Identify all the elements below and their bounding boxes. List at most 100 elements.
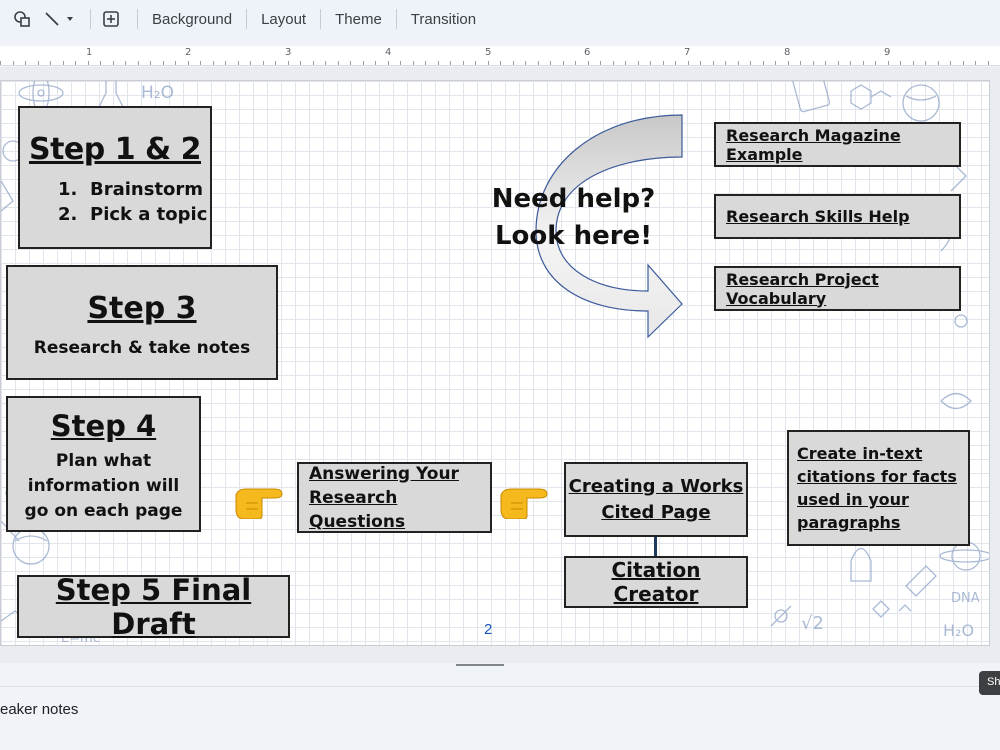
line-icon[interactable] xyxy=(40,7,64,31)
ruler-tick xyxy=(962,61,964,65)
chevron-down-icon[interactable] xyxy=(64,7,76,31)
ruler-tick xyxy=(500,61,501,65)
connector-line xyxy=(654,537,657,557)
ruler-tick xyxy=(537,61,539,65)
ruler-tick xyxy=(287,61,289,65)
ruler-tick xyxy=(675,61,676,65)
in-text-citations-link[interactable]: Create in-text citations for facts used … xyxy=(787,430,970,546)
h2o-doodle: H₂O xyxy=(141,83,174,103)
ruler-tick xyxy=(850,61,851,65)
ruler-tick xyxy=(150,61,151,65)
layout-button[interactable]: Layout xyxy=(261,10,307,28)
list-number: 2. xyxy=(58,204,78,225)
step-3-box[interactable]: Step 3 Research & take notes xyxy=(6,265,278,380)
insert-box-icon[interactable] xyxy=(99,7,123,31)
tooltip: Sh xyxy=(979,671,1000,695)
ruler-tick xyxy=(712,61,714,65)
ruler-tick xyxy=(12,61,14,65)
ruler-tick xyxy=(75,61,76,65)
ruler-tick xyxy=(200,61,201,65)
notes-resize-handle[interactable] xyxy=(456,664,504,666)
ruler-tick xyxy=(700,61,701,65)
ruler-tick xyxy=(237,61,239,65)
research-magazine-link[interactable]: Research Magazine Example xyxy=(714,122,961,167)
step-5-box[interactable]: Step 5 Final Draft xyxy=(17,573,290,641)
step-4-box[interactable]: Step 4 Plan what information will go on … xyxy=(6,396,201,532)
ruler-number: 9 xyxy=(884,47,891,58)
ruler-tick xyxy=(512,61,514,65)
ruler-number: 4 xyxy=(385,47,392,58)
theme-button[interactable]: Theme xyxy=(335,10,382,28)
page-number: 2 xyxy=(484,621,493,638)
ruler-tick xyxy=(987,61,989,65)
ruler-tick xyxy=(162,61,164,65)
ruler-tick xyxy=(587,61,589,65)
ruler-tick xyxy=(87,61,89,65)
ruler-tick xyxy=(350,61,351,65)
ruler-tick xyxy=(775,61,776,65)
list-item: 2. Pick a topic xyxy=(58,202,210,227)
list-item-text: Pick a topic xyxy=(90,204,208,225)
ruler-tick xyxy=(475,61,476,65)
ruler-tick xyxy=(887,61,889,65)
ruler-tick xyxy=(212,61,214,65)
ruler-tick xyxy=(425,61,426,65)
toolbar-divider xyxy=(395,9,397,29)
step-3-text: Research & take notes xyxy=(33,338,251,358)
step-4-text: Plan what information will go on each pa… xyxy=(24,451,183,521)
ruler-tick xyxy=(900,61,901,65)
step-3-title: Step 3 xyxy=(87,291,197,326)
ruler-tick xyxy=(575,61,576,65)
ruler-tick xyxy=(875,61,876,65)
step-1-2-box[interactable]: Step 1 & 2 1.Brainstorm 2.Pick a topic xyxy=(18,106,212,249)
ruler-tick xyxy=(650,61,651,65)
ruler-tick xyxy=(825,61,826,65)
ruler-tick xyxy=(175,61,176,65)
ruler-tick xyxy=(762,61,764,65)
speaker-notes-panel[interactable]: eaker notes xyxy=(0,686,1000,736)
ruler-tick xyxy=(437,61,439,65)
ruler-tick xyxy=(450,61,451,65)
dna-doodle: DNA xyxy=(951,591,980,606)
shapes-icon[interactable] xyxy=(10,7,34,31)
ruler-tick xyxy=(687,61,689,65)
ruler-tick xyxy=(125,61,126,65)
ruler-tick xyxy=(112,61,114,65)
ruler-tick xyxy=(137,61,139,65)
ruler-tick xyxy=(912,61,914,65)
citation-creator-link[interactable]: Citation Creator xyxy=(564,556,748,608)
ruler-tick xyxy=(387,61,389,65)
ruler-number: 8 xyxy=(784,47,791,58)
ruler-tick xyxy=(862,61,864,65)
answering-questions-link[interactable]: Answering Your Research Questions xyxy=(297,462,492,533)
toolbar-divider xyxy=(90,9,91,29)
ruler-tick xyxy=(837,61,839,65)
sqrt-doodle: √2 xyxy=(801,613,824,634)
ruler-tick xyxy=(375,61,376,65)
ruler-tick xyxy=(100,61,101,65)
toolbar-divider xyxy=(320,9,322,29)
help-text: Need help? Look here! xyxy=(491,184,656,251)
transition-button[interactable]: Transition xyxy=(410,10,477,28)
ruler-tick xyxy=(225,61,226,65)
slide[interactable]: H₂O H₂O √2 E=mc² DNA Step 1 & 2 1.Brains… xyxy=(0,80,990,646)
ruler-tick xyxy=(562,61,564,65)
research-vocabulary-link[interactable]: Research Project Vocabulary xyxy=(714,266,961,311)
research-skills-link[interactable]: Research Skills Help xyxy=(714,194,961,239)
ruler-tick xyxy=(750,61,751,65)
horizontal-ruler[interactable]: 1 2 3 4 5 6 7 8 9 xyxy=(0,46,1000,66)
ruler-tick xyxy=(612,61,614,65)
toolbar-divider xyxy=(137,9,138,29)
ruler-tick xyxy=(462,61,464,65)
speaker-notes-placeholder[interactable]: eaker notes xyxy=(0,701,79,718)
ruler-tick xyxy=(937,61,939,65)
ruler-tick xyxy=(625,61,626,65)
ruler-tick xyxy=(662,61,664,65)
toolbar: Background Layout Theme Transition xyxy=(0,0,1000,38)
ruler-tick xyxy=(262,61,264,65)
background-button[interactable]: Background xyxy=(152,10,233,28)
ruler-tick xyxy=(62,61,64,65)
ruler-tick xyxy=(337,61,339,65)
ruler-tick xyxy=(925,61,926,65)
works-cited-link[interactable]: Creating a Works Cited Page xyxy=(564,462,748,537)
